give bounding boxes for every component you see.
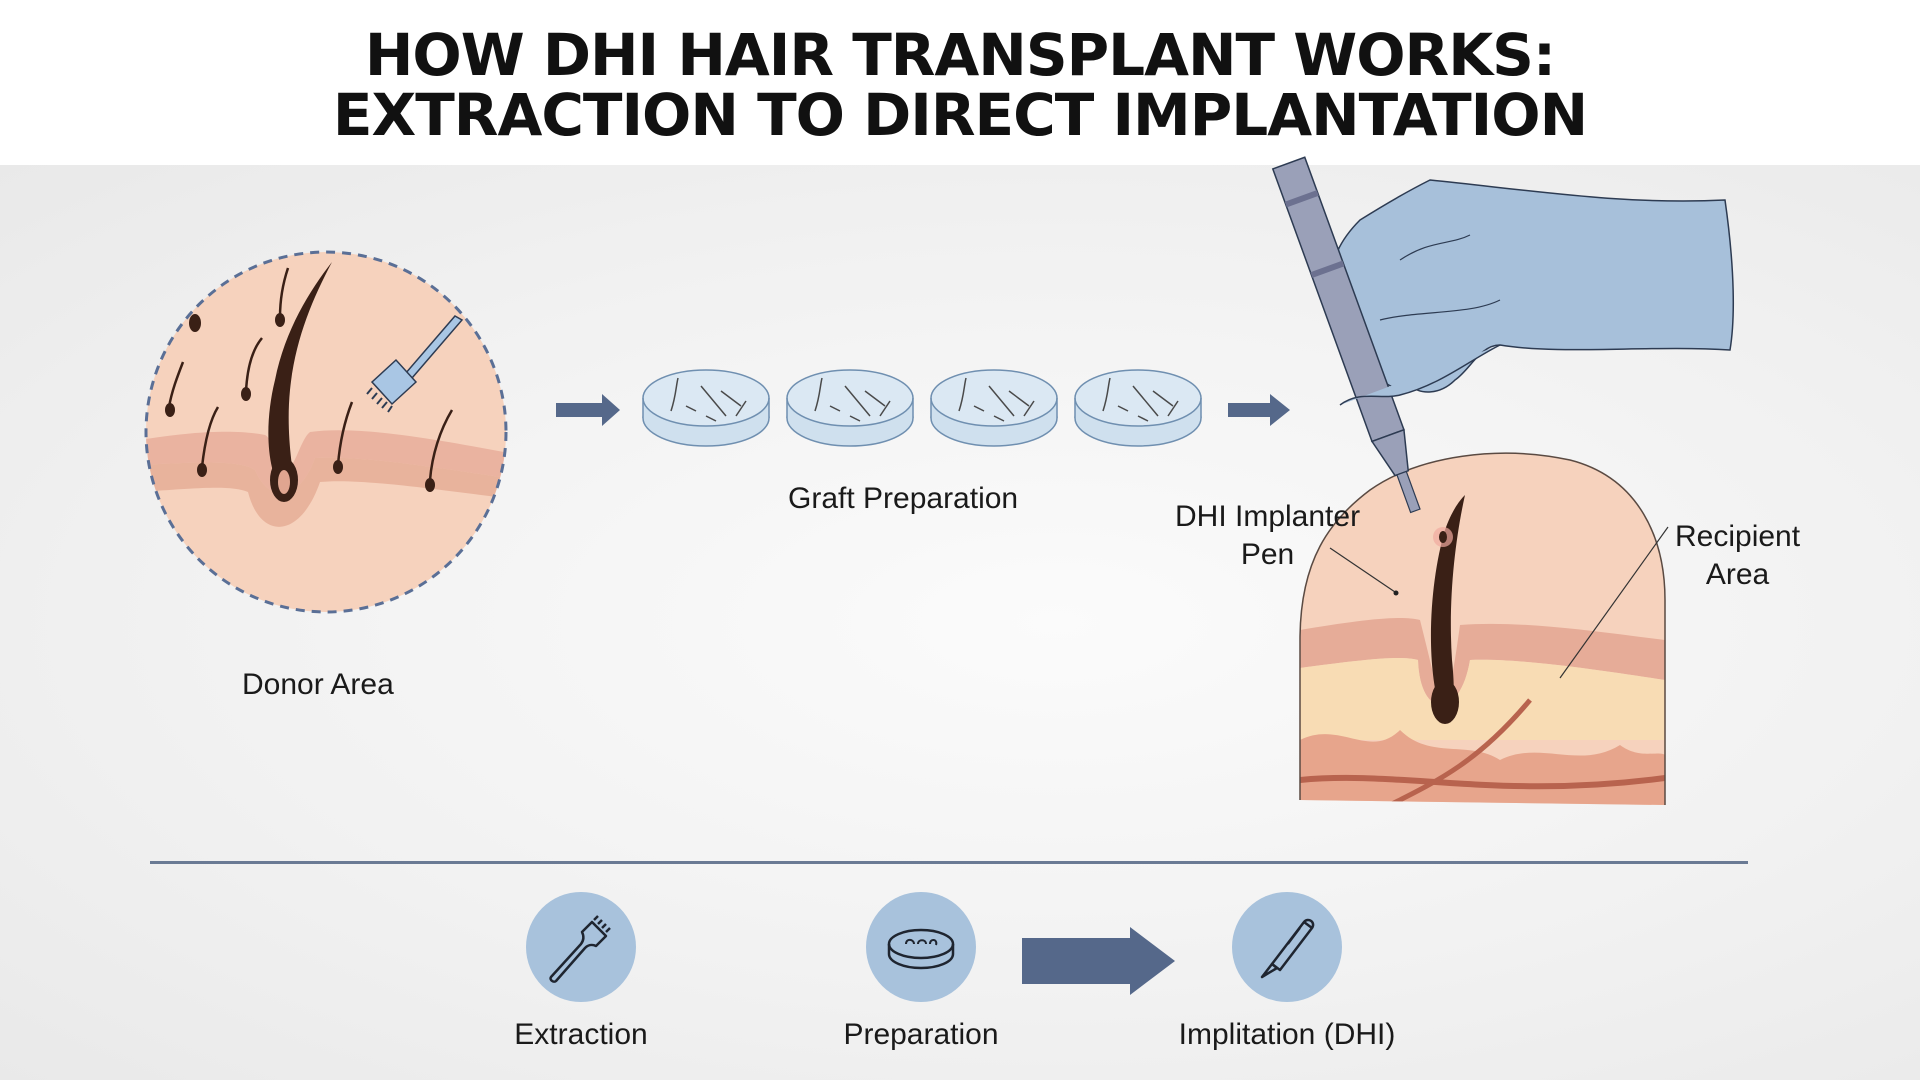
recipient-area-label: Recipient Area (1675, 518, 1800, 594)
preparation-label: Preparation (843, 1018, 999, 1051)
punch-tool (366, 315, 464, 413)
petri-dish-icon (887, 928, 955, 970)
header: HOW DHI HAIR TRANSPLANT WORKS: EXTRACTIO… (0, 0, 1920, 165)
big-arrow-right-icon (1022, 927, 1175, 995)
pen-label: DHI Implanter Pen (1175, 498, 1360, 574)
title-line-1: HOW DHI HAIR TRANSPLANT WORKS: (364, 21, 1556, 89)
donor-area-illustration (144, 250, 508, 614)
petri-dishes (642, 369, 1202, 447)
donor-area-label: Donor Area (242, 668, 394, 701)
pen-label-line1: DHI Implanter (1175, 500, 1361, 533)
extraction-step-circle (526, 892, 636, 1002)
recipient-area-illustration (1299, 452, 1669, 805)
extraction-label: Extraction (514, 1018, 648, 1051)
gloved-hand-with-pen (1271, 156, 1735, 514)
arrow-right-icon (556, 394, 620, 426)
graft-preparation-label: Graft Preparation (788, 482, 1019, 515)
arrow-right-icon (1228, 394, 1290, 426)
recipient-label-line1: Recipient (1675, 520, 1801, 553)
punch-tool-icon (549, 915, 611, 983)
recipient-label-line2: Area (1705, 558, 1770, 591)
implantation-step-circle (1232, 892, 1342, 1002)
implantation-label: Implitation (DHI) (1178, 1018, 1396, 1051)
title-line-2: EXTRACTION TO DIRECT IMPLANTATION (332, 81, 1588, 149)
implanter-pen-icon (1260, 918, 1315, 979)
pen-label-line2: Pen (1240, 538, 1295, 571)
preparation-step-circle (866, 892, 976, 1002)
section-divider (150, 861, 1748, 864)
